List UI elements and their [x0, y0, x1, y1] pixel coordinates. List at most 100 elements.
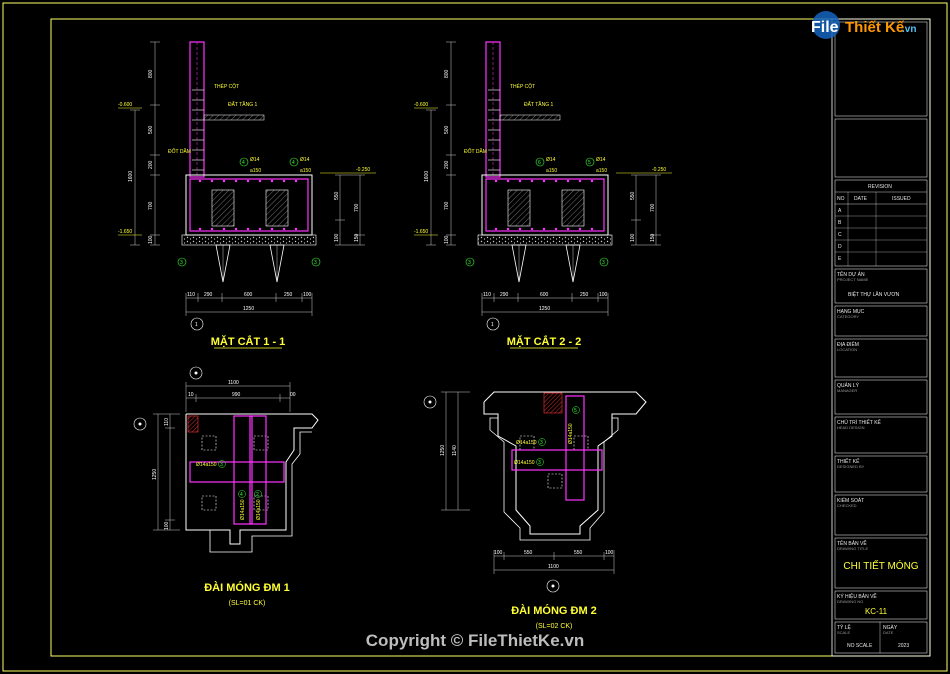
plan2-dim-left-2: 1140: [452, 445, 458, 456]
beam-label: ĐỐT DẦM: [464, 148, 487, 155]
callout-3: 3: [468, 260, 471, 266]
dim-left-2: 500: [444, 125, 450, 134]
revision-row-e: E: [838, 256, 842, 262]
checker-sub: CHECKED: [837, 503, 857, 508]
dim-bottom-4: 250: [580, 292, 589, 298]
slab-label: ĐẤT TẦNG 1: [228, 101, 257, 108]
revision-row-c: C: [838, 232, 842, 238]
callout-3: 3: [180, 260, 183, 266]
scale-value: NO SCALE: [847, 643, 873, 649]
manager-sub: MANAGER: [837, 388, 857, 393]
callout-4: 3: [314, 260, 317, 266]
plan2-dim-bottom-1: 100: [494, 550, 503, 556]
plan1-dim-top-1: 10: [188, 392, 194, 398]
axis-1-marker: 1: [491, 322, 494, 328]
plan1-dim-top-3: 00: [290, 392, 296, 398]
dim-bottom-1: 110: [187, 292, 195, 298]
plan1-dim-top-total: 1100: [228, 380, 239, 386]
dim-right-1: 550: [334, 191, 340, 200]
callout-2: 4: [292, 160, 295, 166]
slab-label: ĐẤT TẦNG 1: [524, 101, 553, 108]
plan2-callout-3: 3: [538, 460, 541, 466]
plan2-callout-1: 3: [540, 440, 543, 446]
head-design-label: CHỦ TRÌ THIẾT KẾ: [837, 419, 882, 426]
axis-1-marker: 1: [195, 322, 198, 328]
dim-left-3: 200: [148, 160, 154, 169]
plan2-rebar-h: Ø14a150: [516, 440, 537, 446]
location-label: ĐỊA ĐIỂM: [837, 341, 859, 348]
footing-1: [185, 174, 313, 236]
callout-2: 5: [588, 160, 591, 166]
dim-right-3: 100: [334, 233, 340, 242]
dim-right-4: 150: [650, 233, 656, 242]
plan1-dim-left-3: 100: [164, 521, 170, 530]
dim-left-total: 1600: [424, 171, 430, 182]
dim-right-4: 150: [354, 233, 360, 242]
plan1-subtitle: (SL=01 CK): [229, 600, 266, 607]
level-bottom: -1.650: [118, 229, 132, 235]
dim-right-2: 700: [354, 203, 360, 212]
dim-bottom-total: 1250: [539, 306, 550, 312]
project-sub: PROJECT NAME: [837, 277, 869, 282]
date-label: NGÀY: [883, 624, 898, 631]
dim-bottom-1: 110: [483, 292, 491, 298]
rebar-label-3: Ø14: [596, 157, 606, 163]
dim-right-1: 550: [630, 191, 636, 200]
dim-left-5: 100: [444, 235, 450, 244]
dim-bottom-5: 100: [599, 292, 608, 298]
dim-left-2: 500: [148, 125, 154, 134]
section-2-title: MẶT CẮT 2 - 2: [507, 335, 582, 348]
logo-text-file: File: [811, 19, 839, 36]
plan2-dim-left-1: 1250: [440, 445, 446, 456]
rebar-label-4: a150: [596, 168, 607, 174]
dim-bottom-2: 290: [500, 292, 509, 298]
scale-label: TỶ LỆ: [837, 623, 852, 631]
drawing-no-sub: DRAWING NO: [837, 599, 863, 604]
dim-left-1: 800: [148, 69, 154, 78]
plan-dm2: 1250 1140 Ø14a150 3 Ø14a150 5 Ø14a150 3 …: [423, 391, 647, 630]
dim-left-total: 1600: [128, 171, 134, 182]
dim-left-3: 200: [444, 160, 450, 169]
plan1-title: ĐÀI MÓNG ĐM 1: [204, 581, 290, 594]
plan1-dim-top-2: 990: [232, 392, 241, 398]
logo-text-vn: .vn: [902, 24, 916, 35]
dim-bottom-5: 100: [303, 292, 312, 298]
dim-bottom-total: 1250: [243, 306, 254, 312]
plan-dm1: 1100 10 990 00 110 1250 100 Ø14a150 3 Ø1…: [133, 366, 319, 607]
revision-row-b: B: [838, 220, 842, 226]
logo-text-thietke: Thiết Kế: [845, 19, 905, 36]
plan2-dim-bottom-4: 100: [605, 550, 614, 556]
plan1-rebar-v1: Ø14a150: [240, 499, 246, 520]
section-2-2: 800 500 200 700 100 1600 -0.600 -0.250 -…: [414, 41, 672, 349]
plan1-callout-3: 2: [256, 492, 259, 498]
date-value: 2023: [898, 643, 909, 649]
plan2-callout-2: 5: [574, 408, 577, 414]
project-value: BIỆT THỰ LÂN VƯƠN: [848, 290, 900, 298]
section-1-title: MẶT CẮT 1 - 1: [211, 335, 286, 348]
revision-header: REVISION: [868, 184, 892, 190]
dim-bottom-4: 250: [284, 292, 293, 298]
plan1-rebar-v2: Ø14a150: [256, 499, 262, 520]
level-mid: -0.250: [652, 167, 666, 173]
rebar-label-3: Ø14: [300, 157, 310, 163]
dim-left-4: 700: [148, 201, 154, 210]
level-mid: -0.250: [356, 167, 370, 173]
rebar-label-4: a150: [300, 168, 311, 174]
drawing-title-value: CHI TIẾT MÓNG: [843, 559, 918, 572]
rebar-label-1: Ø14: [546, 157, 556, 163]
dim-bottom-3: 600: [540, 292, 549, 298]
plan1-callout-1: 3: [220, 462, 223, 468]
dim-right-2: 700: [650, 203, 656, 212]
designer-label: THIẾT KẾ: [837, 458, 860, 465]
scale-sub: SCALE: [837, 630, 850, 635]
plan2-dim-bottom-2: 550: [524, 550, 533, 556]
callout-4: 3: [602, 260, 605, 266]
head-design-sub: HEAD DESIGN: [837, 425, 865, 430]
drawing-title-label: TÊN BẢN VẼ: [837, 539, 867, 547]
plan2-dim-bottom-total: 1100: [548, 564, 559, 570]
level-top: -0.600: [414, 102, 428, 108]
plan2-dim-bottom-3: 550: [574, 550, 583, 556]
rebar-label-1: Ø14: [250, 157, 260, 163]
